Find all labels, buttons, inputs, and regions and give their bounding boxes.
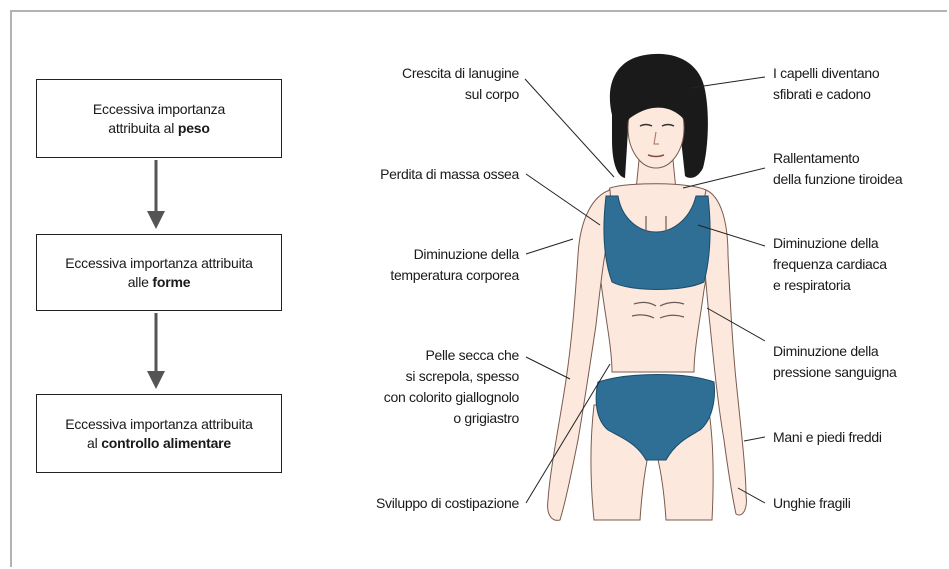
- flow-box-bold-text: forme: [152, 273, 191, 290]
- label-lanugine: Crescita di lanugine sul corpo: [402, 63, 519, 105]
- flow-arrow-1: [147, 160, 165, 229]
- label-hair: I capelli diventano sfibrati e cadono: [773, 63, 880, 105]
- flow-box-line: Eccessiva importanza attribuita: [65, 254, 253, 271]
- label-bone-loss: Perdita di massa ossea: [380, 164, 519, 185]
- flow-box-line: Eccessiva importanza: [92, 100, 226, 117]
- flow-box-line: Eccessiva importanza attribuita: [65, 415, 253, 432]
- label-blood-pressure: Diminuzione della pressione sanguigna: [773, 341, 897, 383]
- label-line: Diminuzione della: [773, 343, 879, 359]
- label-line: sul corpo: [464, 86, 519, 102]
- flow-arrow-2: [147, 313, 165, 389]
- leader-lines: [524, 76, 766, 504]
- label-line: della funzione tiroidea: [773, 171, 903, 187]
- briefs: [595, 374, 715, 461]
- label-heart-rate: Diminuzione della frequenza cardiaca e r…: [773, 233, 887, 296]
- figure-frame: [10, 10, 947, 567]
- flow-box-line: attribuita al peso: [108, 119, 210, 138]
- label-line: Pelle secca che: [425, 347, 519, 363]
- woman-figure: [547, 53, 747, 521]
- label-line: Diminuzione della: [413, 246, 520, 262]
- label-thyroid: Rallentamento della funzione tiroidea: [773, 148, 903, 190]
- label-line: sfibrati e cadono: [773, 86, 871, 102]
- label-dry-skin: Pelle secca che si screpola, spesso con …: [383, 345, 520, 429]
- label-line: I capelli diventano: [773, 65, 880, 81]
- label-line: o grigiastro: [453, 410, 519, 426]
- label-line: con colorito giallognolo: [383, 389, 520, 405]
- label-line: Crescita di lanugine: [402, 65, 519, 81]
- flow-box-eating-control: Eccessiva importanza attribuita al contr…: [36, 394, 282, 473]
- label-cold-extremities: Mani e piedi freddi: [773, 427, 882, 448]
- label-line: Mani e piedi freddi: [773, 429, 882, 445]
- flow-box-text: attribuita al: [108, 119, 178, 136]
- label-line: Rallentamento: [773, 150, 860, 166]
- label-line: temperatura corporea: [390, 267, 519, 283]
- flow-box-bold-text: controllo alimentare: [101, 434, 231, 451]
- flow-box-line: alle forme: [128, 273, 191, 292]
- label-temperature: Diminuzione della temperatura corporea: [390, 244, 519, 286]
- flow-box-text: alle: [127, 273, 153, 290]
- label-line: Perdita di massa ossea: [380, 166, 519, 182]
- label-line: pressione sanguigna: [773, 364, 897, 380]
- label-constipation: Sviluppo di costipazione: [376, 493, 519, 514]
- flow-box-text: al: [87, 434, 102, 451]
- label-line: Sviluppo di costipazione: [375, 495, 519, 511]
- label-fragile-nails: Unghie fragili: [773, 493, 851, 514]
- label-line: Unghie fragili: [773, 495, 851, 511]
- label-line: Diminuzione della: [773, 235, 879, 251]
- flow-box-weight: Eccessiva importanza attribuita al peso: [36, 79, 282, 158]
- label-line: frequenza cardiaca: [773, 256, 887, 272]
- label-line: si screpola, spesso: [405, 368, 520, 384]
- flow-box-shape: Eccessiva importanza attribuita alle for…: [36, 234, 282, 311]
- label-line: e respiratoria: [773, 277, 851, 293]
- flow-box-bold-text: peso: [177, 119, 210, 136]
- flow-box-line: al controllo alimentare: [87, 434, 231, 453]
- bra: [603, 195, 711, 290]
